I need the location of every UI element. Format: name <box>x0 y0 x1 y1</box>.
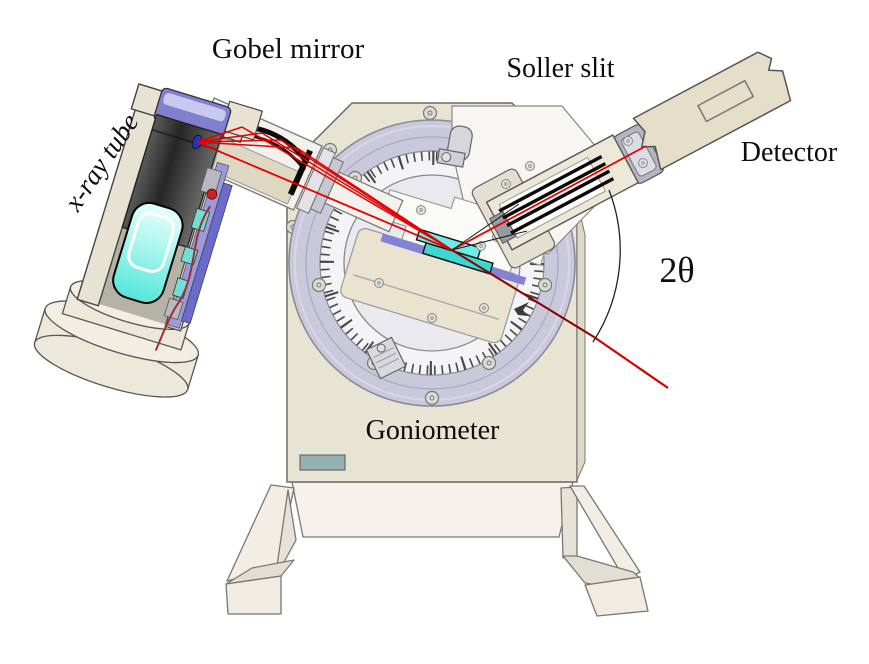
detector-slot <box>697 79 755 123</box>
screw-icon <box>416 205 426 215</box>
circuit-strip-blue <box>181 182 233 324</box>
transmitted-beam <box>451 249 595 338</box>
screw-icon <box>374 278 384 288</box>
screw-icon <box>427 313 437 323</box>
incident-beam <box>196 126 647 251</box>
screw-icon <box>525 161 535 171</box>
stand-left-foot <box>225 575 282 615</box>
screw-icon <box>501 179 511 189</box>
stand-right-wedge <box>560 486 578 559</box>
goniometer-box-side <box>576 199 586 481</box>
label-goniometer: Goniometer <box>365 415 500 446</box>
top-clamp <box>436 125 473 168</box>
screw-icon <box>422 105 438 121</box>
screw-icon <box>623 136 633 146</box>
wire <box>154 205 212 351</box>
glass-envelope <box>112 201 184 304</box>
ring-groove-inner <box>305 136 559 390</box>
glass-window <box>127 211 176 273</box>
soller-detector-arm <box>471 51 792 269</box>
screw-icon <box>481 355 497 371</box>
name-plate <box>299 454 346 471</box>
screw-icon <box>311 277 327 293</box>
bottom-clamp <box>365 336 407 380</box>
index-pointer <box>514 302 529 316</box>
circuit-red-cap <box>206 188 218 200</box>
screw-icon <box>479 303 489 313</box>
stand <box>225 481 649 617</box>
screw-icon <box>638 158 648 168</box>
xray-tube <box>33 83 263 398</box>
stand-right-brace <box>569 485 641 581</box>
two-theta-arc <box>592 189 621 343</box>
label-soller-slit: Soller slit <box>506 53 615 84</box>
soller-foils <box>498 155 615 235</box>
stand-right-foot <box>584 576 649 617</box>
label-detector: Detector <box>740 137 838 168</box>
acceptance-cone <box>451 203 528 251</box>
label-gobel-mirror: Gobel mirror <box>211 33 365 65</box>
diffracted-beam <box>451 145 647 251</box>
detector-body <box>632 51 792 171</box>
screw-icon <box>537 277 553 293</box>
screw-icon <box>424 390 440 406</box>
label-two-theta: 2θ <box>659 250 695 290</box>
tube-cap-highlight <box>163 93 226 122</box>
transmitted-beam-far <box>593 336 669 389</box>
stand-back-panel <box>291 481 574 538</box>
